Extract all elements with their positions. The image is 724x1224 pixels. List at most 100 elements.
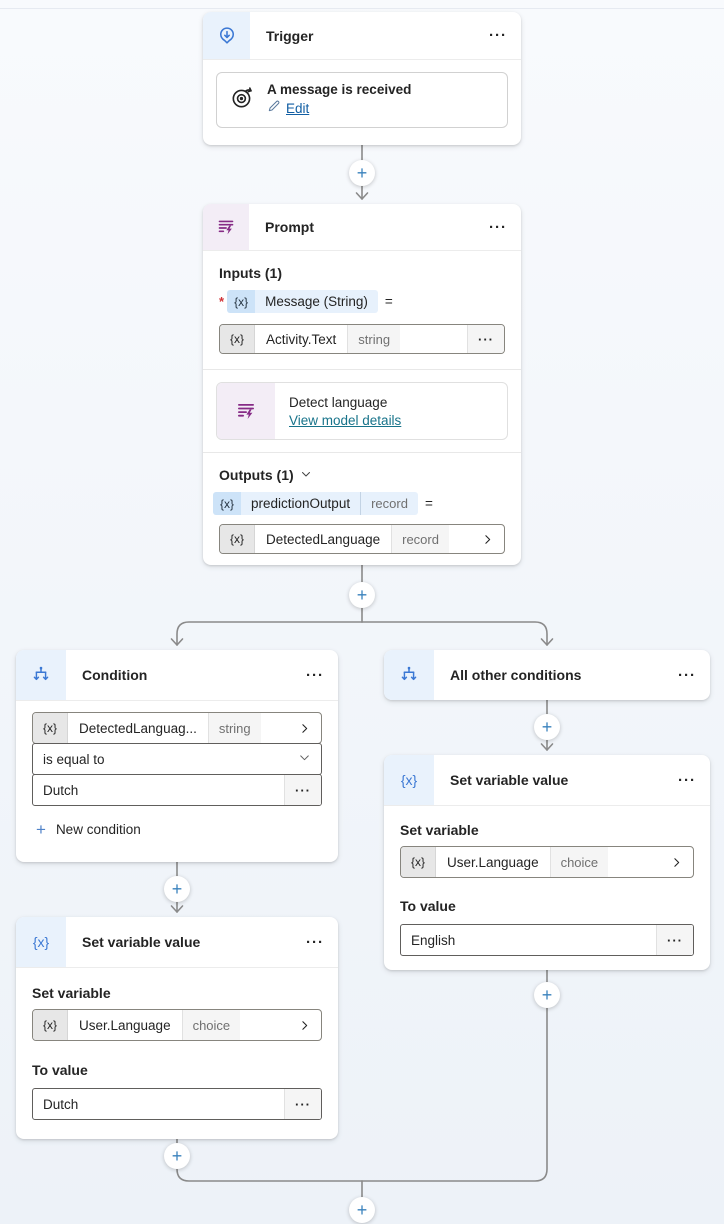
all-other-conditions-title: All other conditions	[450, 667, 582, 683]
new-condition-button[interactable]: + New condition	[32, 821, 322, 838]
output-variable-chip[interactable]: {x} predictionOutput record	[213, 492, 418, 515]
output-value-type: record	[391, 525, 449, 553]
set-variable-right-more-button[interactable]: ···	[678, 771, 696, 789]
model-card: Detect language View model details	[216, 382, 508, 440]
variable-icon: {x}	[384, 755, 434, 805]
output-value-label: DetectedLanguage	[266, 531, 381, 547]
variable-type: choice	[549, 847, 609, 877]
condition-more-button[interactable]: ···	[306, 666, 324, 684]
variable-icon: {x}	[220, 325, 255, 353]
add-node-button[interactable]: +	[349, 1197, 375, 1223]
condition-operand-box[interactable]: {x} DetectedLanguag... string	[32, 712, 322, 744]
view-model-details-link[interactable]: View model details	[289, 412, 402, 428]
branch-icon	[16, 650, 66, 700]
set-variable-node-right: {x} Set variable value ··· Set variable …	[384, 755, 710, 970]
prompt-node: Prompt ··· Inputs (1) * {x} Message (Str…	[203, 204, 521, 565]
variable-icon: {x}	[227, 290, 256, 313]
chevron-right-icon[interactable]	[287, 713, 321, 743]
set-variable-label: Set variable	[32, 985, 111, 1001]
variable-icon: {x}	[213, 492, 242, 515]
set-variable-left-more-button[interactable]: ···	[306, 933, 324, 951]
variable-picker-box[interactable]: {x} User.Language choice	[400, 846, 694, 878]
all-other-conditions-node[interactable]: All other conditions ···	[384, 650, 710, 700]
prompt-icon	[203, 204, 249, 250]
variable-icon: {x}	[33, 1010, 68, 1040]
set-variable-left-header[interactable]: {x} Set variable value ···	[16, 917, 338, 968]
equals-sign: =	[424, 496, 433, 511]
output-name: predictionOutput	[241, 492, 361, 515]
trigger-node: Trigger ··· A message is received	[203, 12, 521, 145]
variable-type: choice	[181, 1010, 241, 1040]
add-node-button[interactable]: +	[534, 982, 560, 1008]
to-value: English	[411, 932, 456, 948]
trigger-node-header[interactable]: Trigger ···	[203, 12, 521, 60]
inputs-label: Inputs (1)	[219, 265, 282, 281]
all-other-conditions-more-button[interactable]: ···	[678, 666, 696, 684]
target-icon	[229, 85, 255, 116]
chevron-down-icon[interactable]	[300, 467, 312, 483]
set-variable-node-left: {x} Set variable value ··· Set variable …	[16, 917, 338, 1139]
to-value-input[interactable]: Dutch ···	[32, 1088, 322, 1120]
model-name: Detect language	[289, 394, 388, 410]
equals-sign: =	[384, 294, 393, 309]
variable-icon: {x}	[220, 525, 255, 553]
condition-operator-select[interactable]: is equal to	[32, 743, 322, 775]
input-variable-chip[interactable]: {x} Message (String)	[227, 290, 378, 313]
model-section: Detect language View model details	[203, 369, 521, 453]
prompt-title: Prompt	[265, 219, 314, 235]
outputs-label-text: Outputs (1)	[219, 467, 294, 483]
condition-title: Condition	[82, 667, 148, 683]
to-value: Dutch	[43, 1096, 79, 1112]
trigger-title: Trigger	[266, 27, 314, 44]
outputs-label[interactable]: Outputs (1)	[219, 467, 505, 483]
variable-picker-box[interactable]: {x} User.Language choice	[32, 1009, 322, 1041]
condition-operand: DetectedLanguag...	[79, 720, 197, 736]
input-value-type: string	[347, 325, 401, 353]
to-value-input[interactable]: English ···	[400, 924, 694, 956]
chevron-down-icon	[298, 751, 311, 767]
output-value-box[interactable]: {x} DetectedLanguage record	[219, 524, 505, 554]
input-value-more-button[interactable]: ···	[467, 325, 504, 353]
set-variable-right-header[interactable]: {x} Set variable value ···	[384, 755, 710, 806]
to-value-more-button[interactable]: ···	[656, 925, 693, 955]
canvas-top-divider	[0, 8, 724, 9]
condition-node: Condition ··· {x} DetectedLanguag... str…	[16, 650, 338, 862]
prompt-model-icon	[217, 383, 275, 439]
condition-value-more-button[interactable]: ···	[284, 775, 321, 805]
trigger-action-name: A message is received	[267, 82, 412, 97]
condition-node-header[interactable]: Condition ···	[16, 650, 338, 701]
input-value-label: Activity.Text	[266, 331, 337, 347]
variable-icon: {x}	[401, 847, 436, 877]
branch-icon	[384, 650, 434, 700]
chevron-right-icon[interactable]	[470, 525, 504, 553]
prompt-more-button[interactable]: ···	[489, 218, 507, 236]
edit-link[interactable]: Edit	[286, 101, 310, 116]
condition-value-input[interactable]: Dutch ···	[32, 774, 322, 806]
add-node-button[interactable]: +	[349, 582, 375, 608]
trigger-edit[interactable]: Edit	[267, 99, 411, 118]
pencil-icon	[267, 99, 281, 118]
to-value-label: To value	[400, 898, 456, 914]
add-node-button[interactable]: +	[349, 160, 375, 186]
prompt-input-row: * {x} Message (String) =	[219, 290, 505, 313]
add-node-button[interactable]: +	[164, 1143, 190, 1169]
variable-icon: {x}	[16, 917, 66, 967]
plus-icon: +	[36, 820, 46, 839]
prompt-node-header[interactable]: Prompt ···	[203, 204, 521, 251]
to-value-label: To value	[32, 1062, 88, 1078]
add-node-button[interactable]: +	[534, 714, 560, 740]
trigger-more-button[interactable]: ···	[489, 27, 507, 44]
input-value-box[interactable]: {x} Activity.Text string ···	[219, 324, 505, 354]
required-asterisk: *	[219, 294, 225, 309]
output-type: record	[360, 492, 418, 515]
variable-name: User.Language	[79, 1017, 171, 1033]
chevron-right-icon[interactable]	[659, 847, 693, 877]
to-value-more-button[interactable]: ···	[284, 1089, 321, 1119]
set-variable-left-title: Set variable value	[82, 934, 201, 950]
set-variable-label: Set variable	[400, 822, 479, 838]
trigger-action-card[interactable]: A message is received Edit	[216, 72, 508, 128]
add-node-button[interactable]: +	[164, 876, 190, 902]
chevron-right-icon[interactable]	[287, 1010, 321, 1040]
